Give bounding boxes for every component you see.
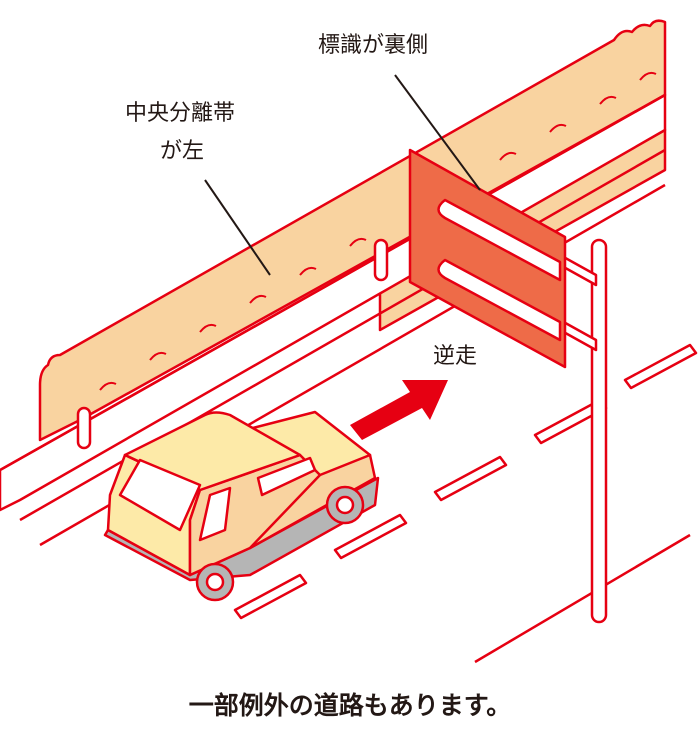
sign-pole — [590, 238, 608, 624]
label-wrong-way: 逆走 — [433, 344, 478, 369]
median-post — [76, 406, 92, 450]
lane-dashes — [233, 343, 698, 620]
sign-slot — [437, 258, 562, 342]
sign-slot — [437, 198, 562, 282]
label-sign-back: 標識が裏側 — [318, 33, 429, 58]
leader-line-median — [204, 179, 271, 276]
median-hedge — [38, 19, 667, 442]
wrong-way-arrow — [350, 380, 448, 440]
hedge-scallops — [99, 71, 657, 391]
caption: 一部例外の道路もあります。 — [188, 691, 512, 720]
label-median-line2: が左 — [160, 139, 205, 164]
label-median-line1: 中央分離帯 — [125, 101, 236, 126]
car — [103, 410, 380, 602]
median-post — [373, 238, 389, 282]
leader-line-sign — [394, 74, 481, 191]
road-far-line — [474, 533, 691, 664]
